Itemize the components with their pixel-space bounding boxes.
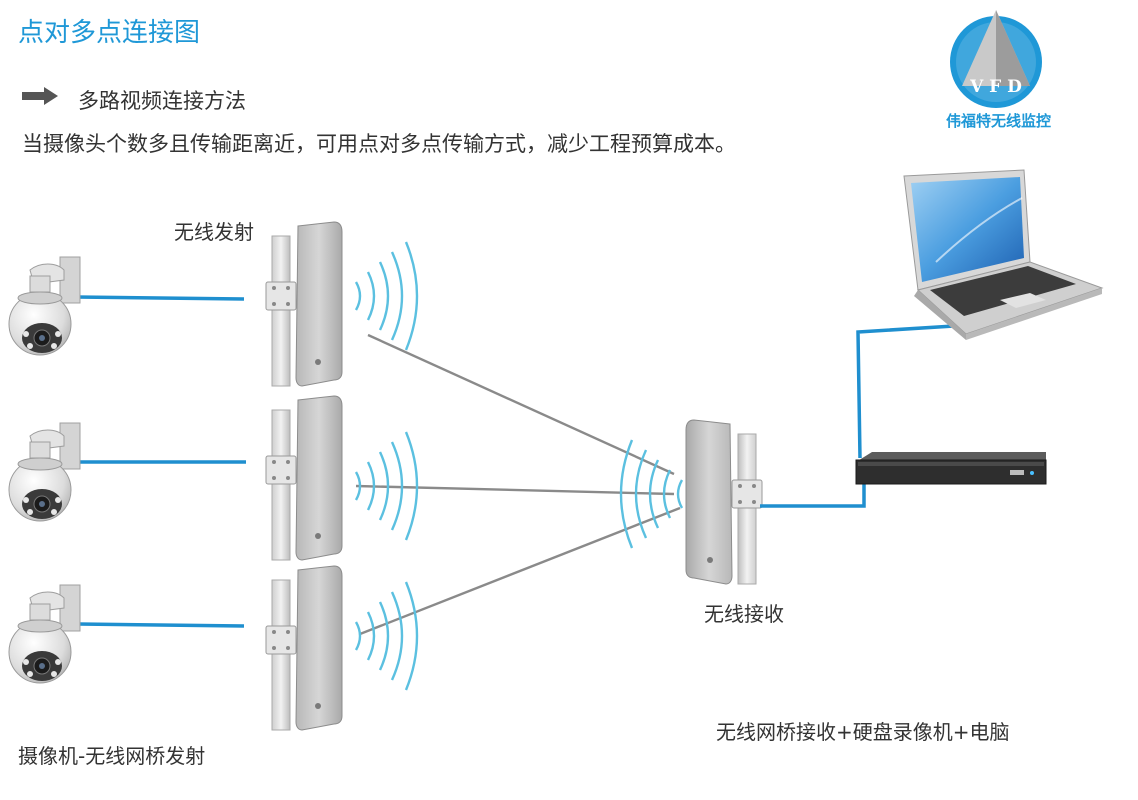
wireless-link-1 [367,333,675,476]
panel-antenna-icon [265,395,343,561]
subtitle: 多路视频连接方法 [78,89,246,113]
panel-antenna-icon [265,221,343,387]
laptop-icon [903,169,1104,340]
signal-waves-icon [354,580,419,692]
page-title: 点对多点连接图 [18,18,201,48]
cable-receiver-nvr [760,482,866,508]
label-cameras: 摄像机-无线网桥发射 [18,744,206,768]
label-receiving-end: 无线网桥接收+硬盘录像机+电脑 [716,720,1010,744]
vfd-logo-icon: V F D [950,10,1042,108]
ptz-camera-icon [8,584,81,684]
wireless-link-2 [355,484,675,496]
wireless-link-3 [359,506,681,636]
cable-nvr-laptop [856,324,955,459]
cable-camera-3 [77,622,245,628]
signal-waves-icon [354,240,419,352]
logo-caption: 伟福特无线监控 [946,112,1052,130]
cable-camera-1 [75,295,245,301]
ptz-camera-icon [8,256,81,356]
arrow-right-icon [22,87,58,105]
panel-antenna-icon [265,565,343,731]
label-receiver: 无线接收 [704,602,784,626]
nvr-icon [855,452,1047,485]
logo-initials: V F D [969,77,1022,97]
panel-antenna-icon [685,419,763,585]
ptz-camera-icon [8,422,81,522]
label-transmitters: 无线发射 [174,220,254,244]
description: 当摄像头个数多且传输距离近，可用点对多点传输方式，减少工程预算成本。 [22,132,736,156]
